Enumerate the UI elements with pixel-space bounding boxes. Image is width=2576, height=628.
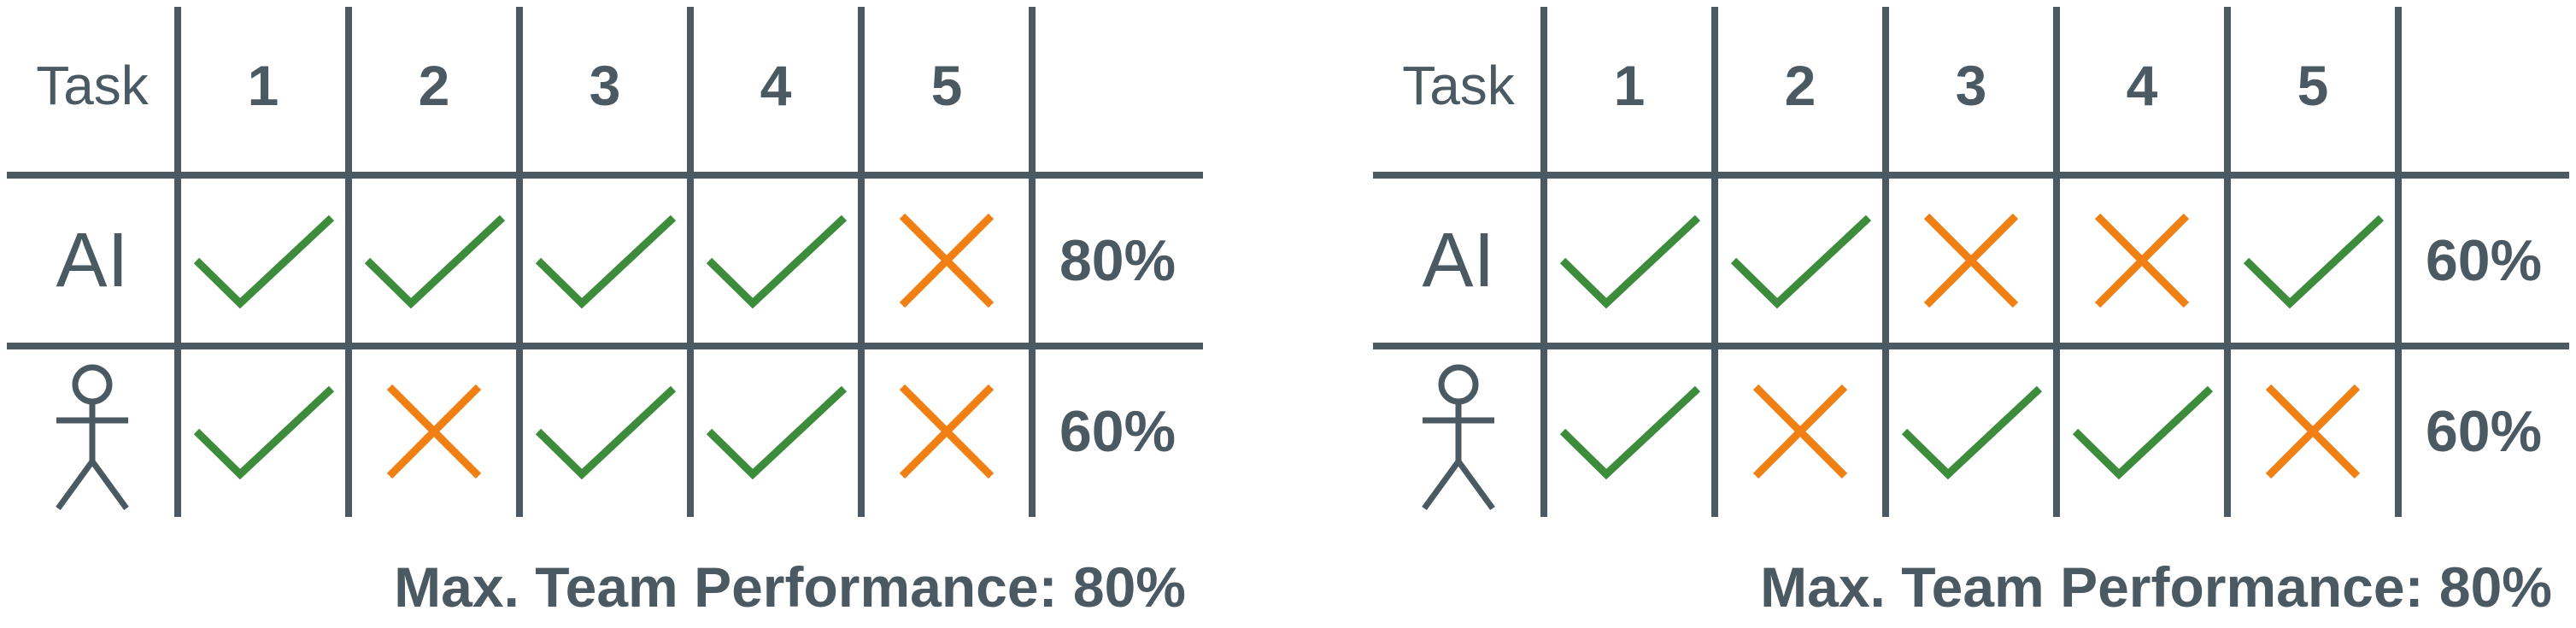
header-task-label: Task	[1402, 55, 1515, 116]
score-human: 60%	[2425, 399, 2543, 464]
task-number-4: 4	[2126, 54, 2158, 117]
cross-icon	[899, 213, 995, 308]
task-number-1: 1	[247, 54, 279, 117]
check-icon	[1730, 214, 1872, 309]
task-number-3: 3	[1955, 54, 1987, 117]
check-icon	[1559, 385, 1701, 480]
cross-icon	[2265, 384, 2361, 479]
person-icon	[1422, 364, 1495, 511]
cross-icon	[1752, 384, 1848, 479]
task-number-2: 2	[418, 54, 450, 117]
check-icon	[2243, 214, 2385, 309]
task-number-2: 2	[1784, 54, 1816, 117]
check-icon	[193, 214, 335, 309]
score-human: 60%	[1059, 399, 1177, 464]
check-icon	[1559, 214, 1701, 309]
team-performance-summary: Max. Team Performance: 80%	[1760, 555, 2552, 619]
header-task-label: Task	[36, 55, 149, 116]
row-label-ai: AI	[56, 217, 129, 303]
task-number-5: 5	[2297, 54, 2329, 117]
task-table-right: Task 1 2 3 4 5 AI 60% 60% Max. Team Perf…	[1373, 0, 2569, 628]
check-icon	[193, 385, 335, 480]
check-icon	[706, 385, 848, 480]
cross-icon	[1923, 213, 2019, 308]
team-performance-summary: Max. Team Performance: 80%	[394, 555, 1186, 619]
check-icon	[1901, 385, 2043, 480]
cross-icon	[899, 384, 995, 479]
task-number-4: 4	[760, 54, 792, 117]
check-icon	[364, 214, 506, 309]
grid-lines	[7, 7, 1203, 517]
task-number-3: 3	[589, 54, 621, 117]
score-ai: 80%	[1059, 228, 1177, 293]
task-number-1: 1	[1613, 54, 1646, 117]
cross-icon	[386, 384, 482, 479]
check-icon	[2072, 385, 2214, 480]
check-icon	[535, 214, 677, 309]
check-icon	[706, 214, 848, 309]
task-number-5: 5	[930, 54, 963, 117]
grid-lines	[1373, 7, 2569, 517]
row-label-ai: AI	[1422, 217, 1495, 303]
person-icon	[56, 364, 129, 511]
check-icon	[535, 385, 677, 480]
task-table-left: Task 1 2 3 4 5 AI 80% 60% Max. Team Perf…	[7, 0, 1203, 628]
score-ai: 60%	[2425, 228, 2543, 293]
cross-icon	[2094, 213, 2190, 308]
